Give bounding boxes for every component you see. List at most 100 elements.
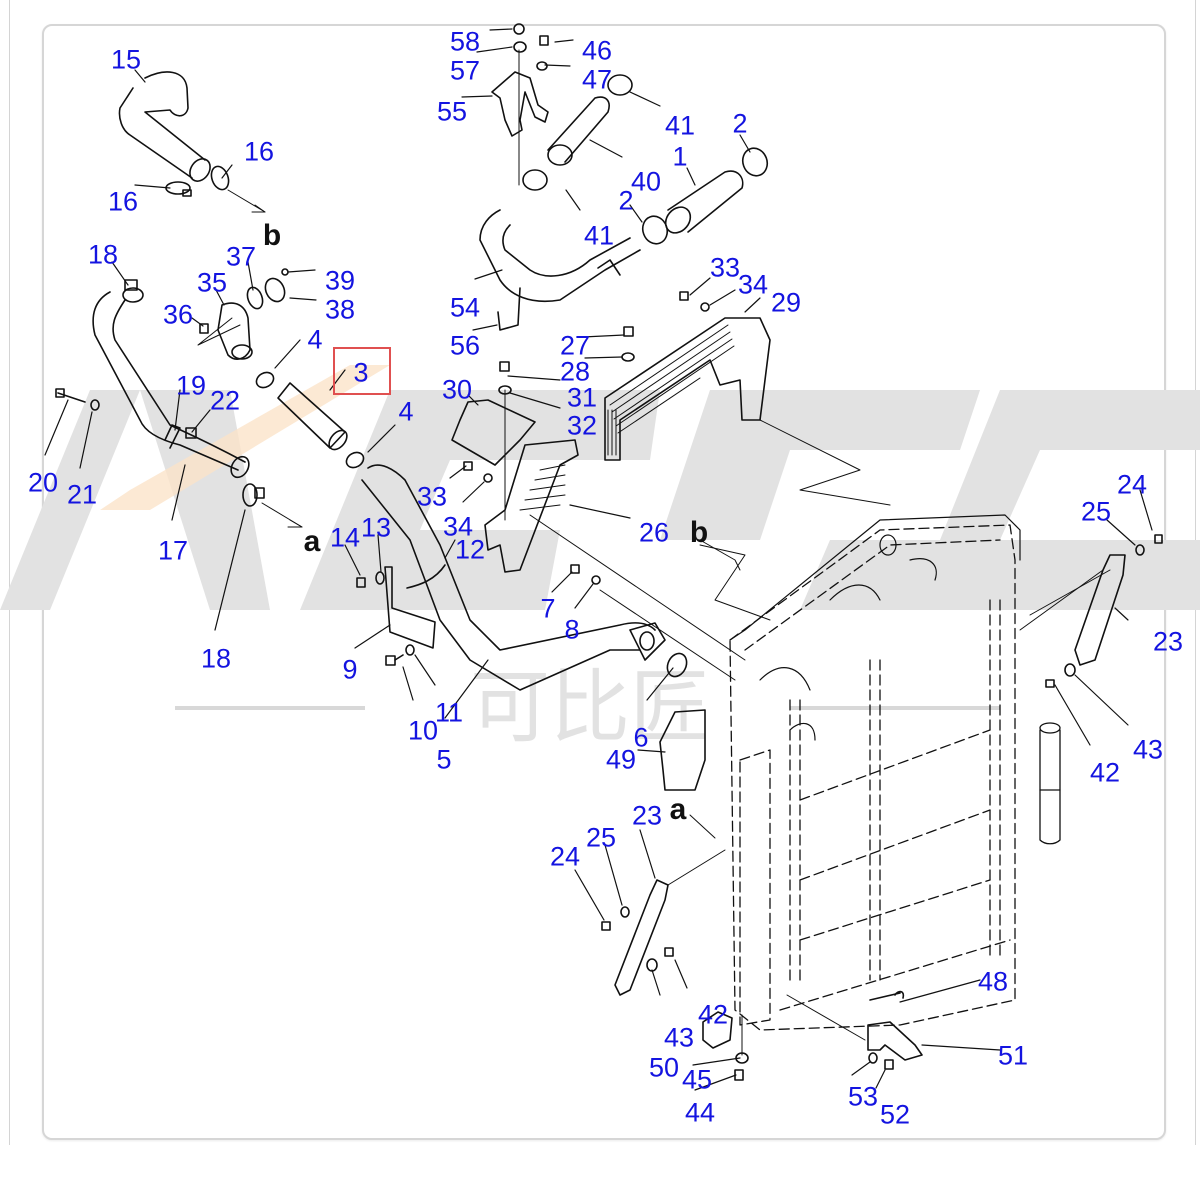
callout-label[interactable]: 14	[329, 522, 361, 553]
clamp-18a	[122, 279, 144, 303]
highlight-box-part-3	[333, 347, 391, 395]
callout-label[interactable]: 21	[66, 479, 98, 510]
page-border-left	[9, 0, 10, 1145]
callout-label[interactable]: 30	[441, 374, 473, 405]
bolt-33b	[463, 461, 473, 471]
callout-label[interactable]: 9	[342, 654, 358, 685]
callout-label[interactable]: 41	[583, 220, 615, 251]
callout-label[interactable]: 46	[581, 35, 613, 66]
callout-label[interactable]: 45	[681, 1064, 713, 1095]
callout-label[interactable]: 50	[648, 1052, 680, 1083]
nut-34a	[700, 302, 710, 312]
washer-25-left	[620, 906, 630, 918]
callout-label[interactable]: 2	[732, 108, 748, 139]
callout-label[interactable]: 26	[638, 517, 670, 548]
pipe-54	[479, 209, 641, 303]
callout-label[interactable]: 24	[1116, 469, 1148, 500]
callout-label[interactable]: 25	[585, 822, 617, 853]
callout-label[interactable]: 19	[175, 370, 207, 401]
callout-label[interactable]: 34	[442, 511, 474, 542]
callout-label[interactable]: 4	[307, 324, 323, 355]
callout-label[interactable]: 10	[407, 715, 439, 746]
callout-label[interactable]: 3	[353, 357, 369, 388]
callout-label[interactable]: 17	[157, 535, 189, 566]
callout-label[interactable]: 12	[454, 534, 486, 565]
nut-21	[90, 399, 100, 411]
callout-label[interactable]: 56	[449, 330, 481, 361]
callout-label[interactable]: 58	[449, 26, 481, 57]
clamp-41a	[607, 74, 633, 96]
callout-label[interactable]: 54	[449, 292, 481, 323]
callout-label[interactable]: 23	[631, 800, 663, 831]
callout-label[interactable]: 16	[107, 186, 139, 217]
callout-label[interactable]: 4	[398, 396, 414, 427]
callout-label[interactable]: 5	[436, 744, 452, 775]
callout-label[interactable]: 35	[196, 267, 228, 298]
callout-label[interactable]: 25	[1080, 496, 1112, 527]
bolt-39	[281, 268, 289, 276]
washer-53	[868, 1052, 878, 1064]
clamp-18b	[242, 483, 265, 507]
callout-label[interactable]: 1	[672, 141, 688, 172]
callout-label[interactable]: 22	[209, 385, 241, 416]
callout-label[interactable]: 11	[434, 697, 464, 728]
callout-label[interactable]: 33	[416, 481, 448, 512]
callout-label[interactable]: 2	[618, 185, 634, 216]
callout-label[interactable]: 43	[663, 1022, 695, 1053]
callout-label[interactable]: 38	[324, 294, 356, 325]
callout-label[interactable]: 48	[977, 966, 1009, 997]
callout-label[interactable]: 41	[664, 110, 696, 141]
callout-label[interactable]: 53	[847, 1081, 879, 1112]
callout-label[interactable]: 18	[200, 643, 232, 674]
callout-label[interactable]: 31	[566, 382, 598, 413]
callout-label[interactable]: 28	[559, 356, 591, 387]
callout-label[interactable]: 40	[630, 166, 662, 197]
callout-label[interactable]: 49	[605, 744, 637, 775]
callout-label[interactable]: 24	[549, 841, 581, 872]
callout-label[interactable]: 15	[110, 44, 142, 75]
bolt-52	[884, 1059, 894, 1070]
callout-label[interactable]: 47	[581, 64, 613, 95]
callout-label[interactable]: 37	[225, 241, 257, 272]
callout-label[interactable]: 18	[87, 239, 119, 270]
callout-label[interactable]: 16	[243, 136, 275, 167]
plate-30	[451, 399, 536, 466]
callout-label[interactable]: 42	[697, 999, 729, 1030]
callout-label[interactable]: 55	[436, 96, 468, 127]
bracket-55	[491, 71, 549, 137]
callout-label[interactable]: 51	[997, 1040, 1029, 1071]
o-ring-37	[246, 286, 264, 310]
callout-label[interactable]: 27	[559, 330, 591, 361]
callout-label[interactable]: 23	[1152, 626, 1184, 657]
washer-13	[375, 571, 385, 585]
callout-label[interactable]: 39	[324, 265, 356, 296]
callout-label[interactable]: 8	[564, 614, 580, 645]
hose-17	[92, 291, 250, 479]
reference-lines	[689, 419, 1111, 839]
callout-label[interactable]: 43	[1132, 734, 1164, 765]
reference-letter-a: a	[669, 793, 687, 826]
callout-label[interactable]: 7	[540, 593, 556, 624]
callout-label[interactable]: 20	[27, 467, 59, 498]
callout-label[interactable]: 44	[684, 1097, 716, 1128]
callout-label[interactable]: 42	[1089, 757, 1121, 788]
callout-label[interactable]: 6	[633, 722, 649, 753]
washer-25-right	[1135, 544, 1145, 556]
callout-label[interactable]: 29	[770, 287, 802, 318]
stay-23-left	[614, 879, 669, 996]
callout-label[interactable]: 13	[360, 512, 392, 543]
bolt-46	[539, 35, 549, 46]
callout-label[interactable]: 52	[879, 1099, 911, 1130]
nut-14	[356, 577, 366, 588]
callout-label[interactable]: 32	[566, 410, 598, 441]
callout-label[interactable]: 36	[162, 299, 194, 330]
callout-label[interactable]: 34	[737, 269, 769, 300]
bolt-27	[623, 326, 634, 337]
callout-label[interactable]: 33	[709, 252, 741, 283]
callout-label[interactable]: 57	[449, 55, 481, 86]
watermark-text: 可比匠	[470, 661, 710, 754]
clamp-41b	[522, 169, 548, 191]
bolt-20	[55, 388, 86, 403]
hose-15	[118, 71, 211, 182]
